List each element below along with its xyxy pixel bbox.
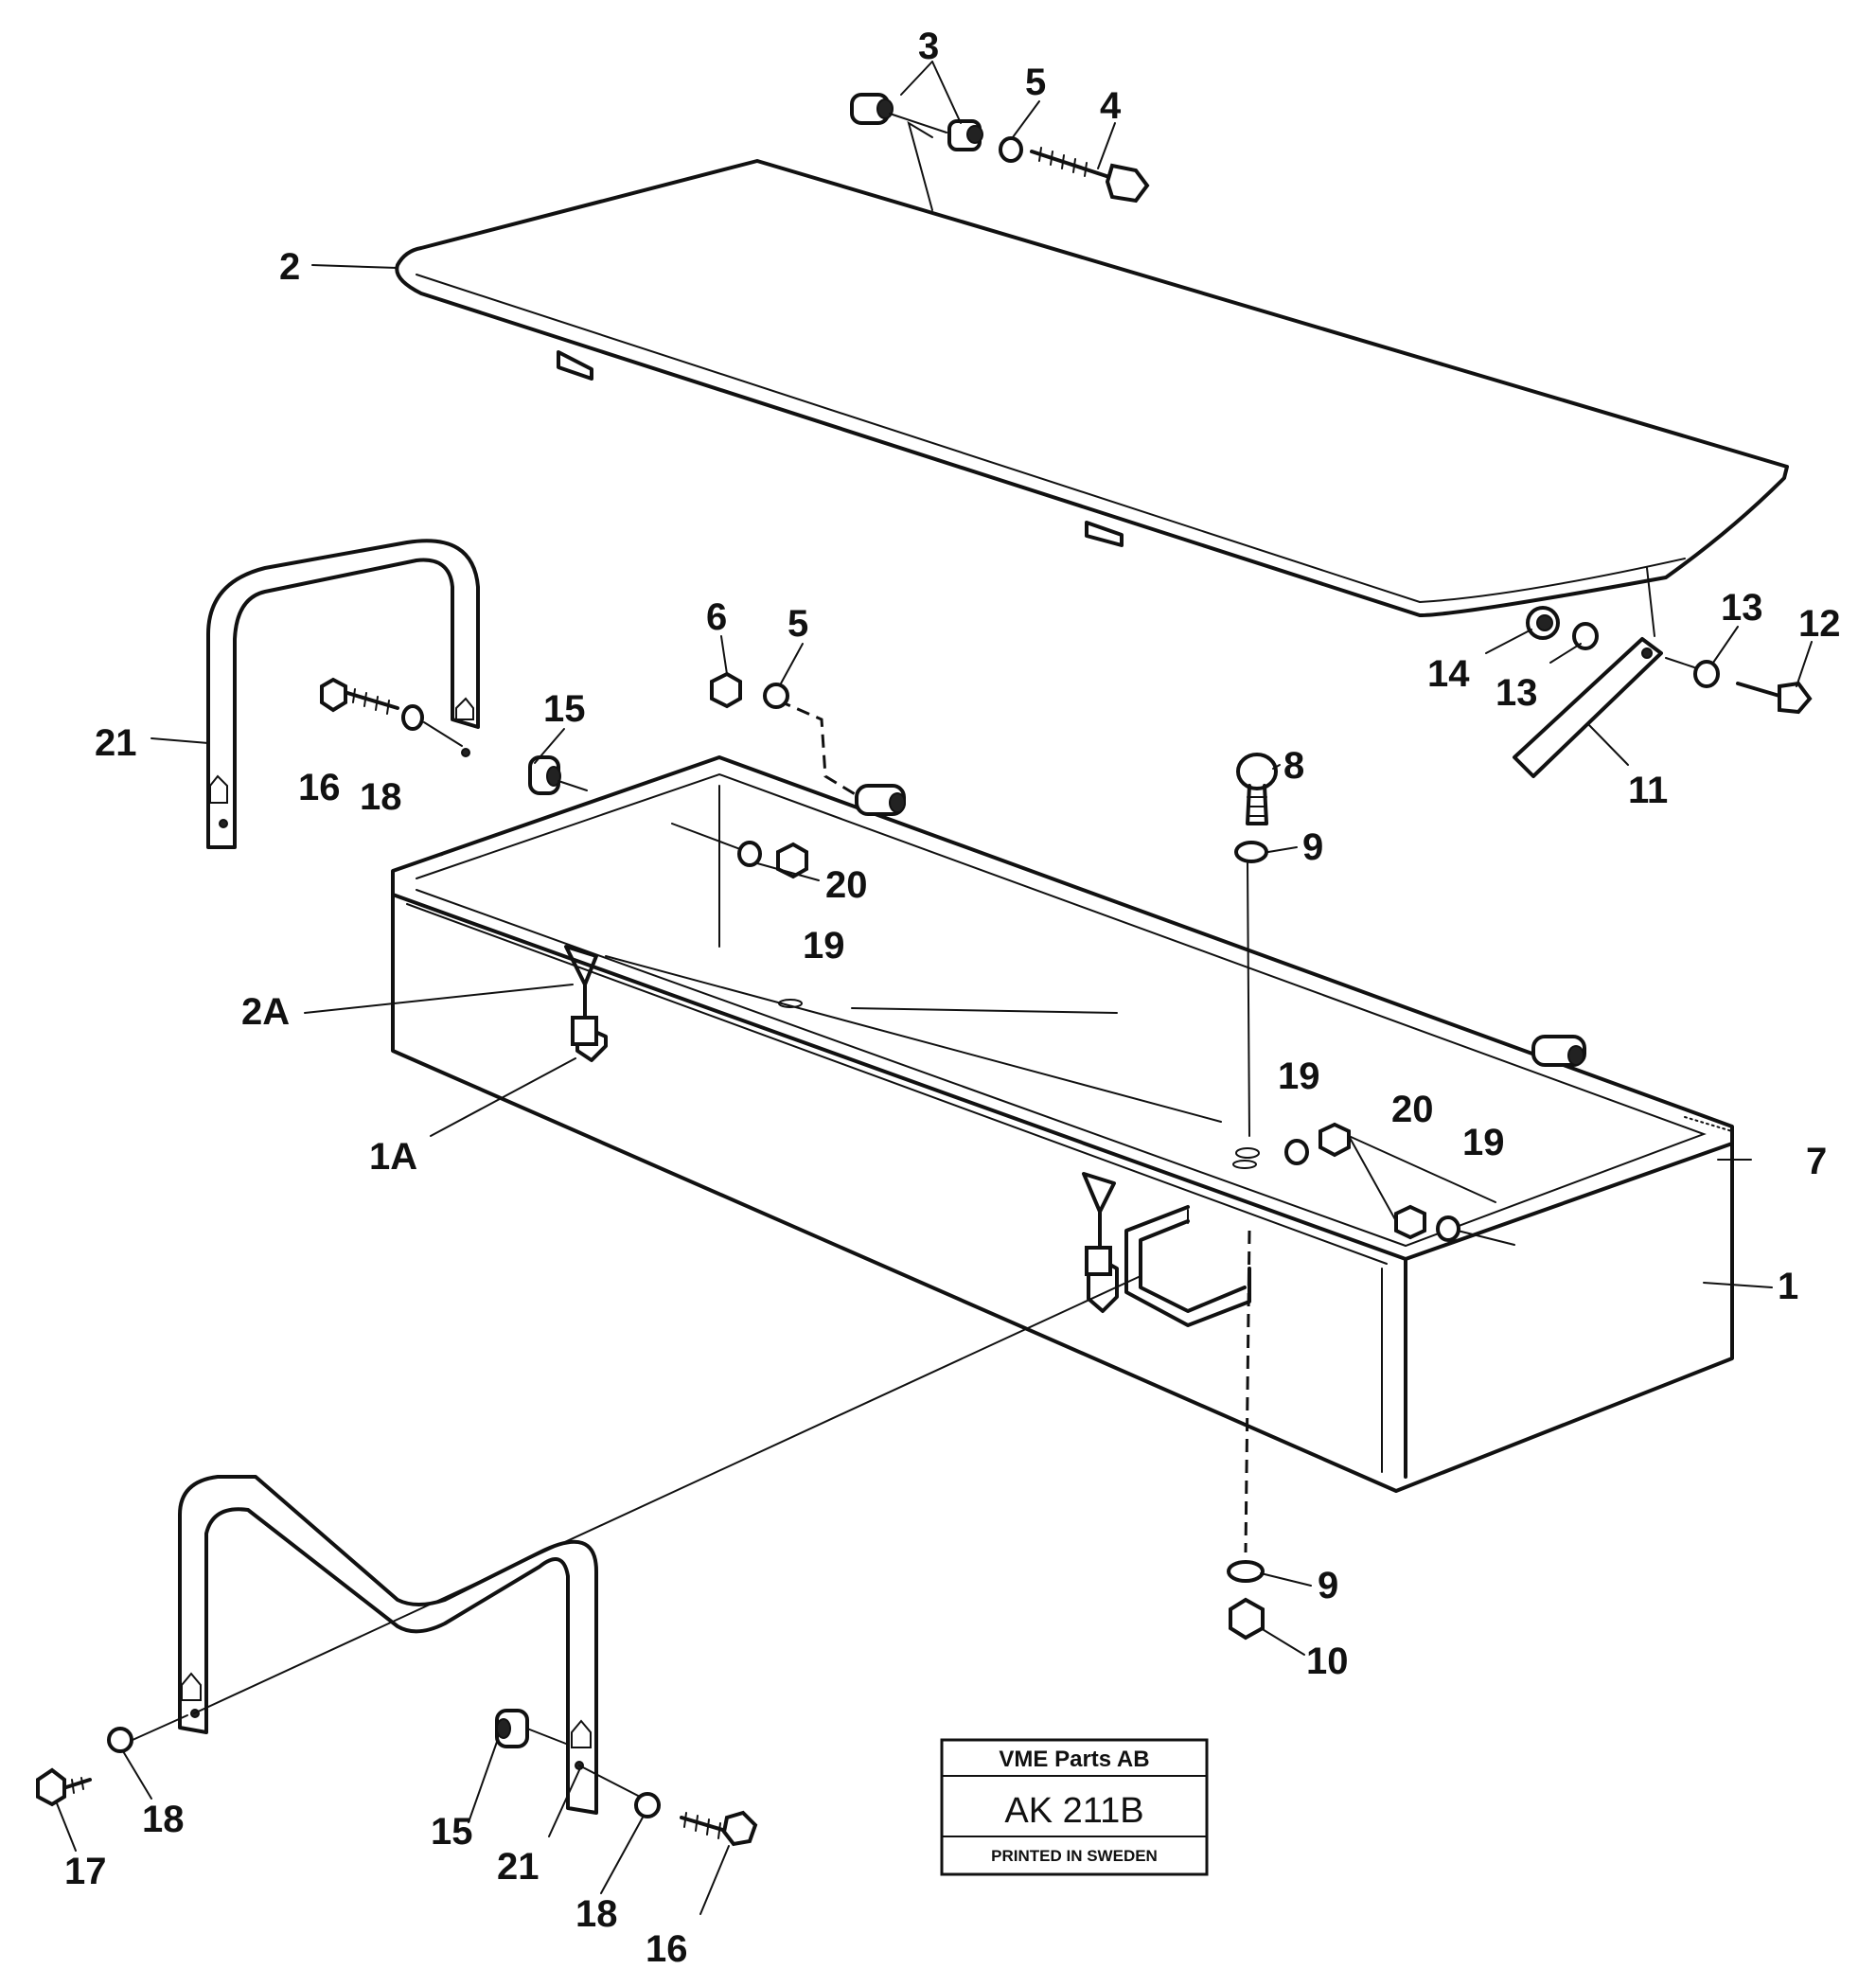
callout-21: 21 bbox=[95, 722, 137, 764]
callout-19: 19 bbox=[803, 925, 845, 967]
stamp-block: VME Parts AB AK 211B PRINTED IN SWEDEN bbox=[940, 1738, 1209, 1876]
hinge-pin-assembly bbox=[850, 93, 1150, 211]
callout-3: 3 bbox=[918, 26, 939, 67]
inner-fasteners bbox=[671, 671, 1515, 1246]
callout-17: 17 bbox=[64, 1851, 107, 1892]
tool-box bbox=[391, 699, 1734, 1493]
callout-14: 14 bbox=[1427, 653, 1470, 695]
callout-18: 18 bbox=[575, 1893, 618, 1935]
callout-2A: 2A bbox=[241, 991, 290, 1033]
latch-right bbox=[1082, 1172, 1119, 1313]
callout-18: 18 bbox=[142, 1799, 185, 1840]
callout-7: 7 bbox=[1806, 1141, 1827, 1182]
leader-lines bbox=[56, 61, 1813, 1915]
callout-2: 2 bbox=[279, 246, 300, 288]
callout-16: 16 bbox=[298, 767, 341, 808]
lid-stay-assembly bbox=[1513, 567, 1813, 778]
lid bbox=[395, 159, 1789, 617]
latch-left bbox=[564, 945, 608, 1062]
callout-13: 13 bbox=[1495, 672, 1538, 714]
callout-9: 9 bbox=[1302, 826, 1323, 868]
callout-21: 21 bbox=[497, 1846, 540, 1888]
callout-20: 20 bbox=[1391, 1089, 1434, 1130]
mounting-bracket bbox=[1124, 1205, 1251, 1327]
callout-8: 8 bbox=[1283, 745, 1304, 787]
gasket-strip bbox=[397, 853, 1733, 1260]
callout-4: 4 bbox=[1100, 85, 1122, 127]
callout-9: 9 bbox=[1318, 1565, 1338, 1606]
callout-5: 5 bbox=[788, 603, 808, 645]
callout-11: 11 bbox=[1628, 770, 1668, 811]
callout-1A: 1A bbox=[369, 1136, 417, 1178]
callout-labels: 3 5 4 2 6 5 15 21 16 18 8 9 14 13 13 12 … bbox=[64, 26, 1841, 1969]
callout-5: 5 bbox=[1025, 62, 1046, 103]
callout-18: 18 bbox=[360, 776, 402, 818]
callout-10: 10 bbox=[1306, 1641, 1349, 1682]
stamp-company: VME Parts AB bbox=[999, 1747, 1149, 1772]
callout-15: 15 bbox=[431, 1811, 473, 1853]
callout-1: 1 bbox=[1778, 1266, 1798, 1307]
callout-6: 6 bbox=[706, 596, 727, 638]
callout-19: 19 bbox=[1278, 1055, 1320, 1097]
callout-15: 15 bbox=[543, 688, 586, 730]
stamp-code: AK 211B bbox=[1004, 1791, 1143, 1831]
callout-16: 16 bbox=[646, 1928, 688, 1969]
handle-upper bbox=[206, 539, 588, 849]
callout-13: 13 bbox=[1721, 587, 1763, 629]
handle-lower bbox=[36, 1275, 1142, 1847]
callout-19: 19 bbox=[1462, 1122, 1505, 1163]
callout-20: 20 bbox=[825, 864, 868, 906]
mount-bolt-assembly bbox=[1227, 753, 1278, 1641]
stamp-printed: PRINTED IN SWEDEN bbox=[991, 1847, 1158, 1865]
callout-12: 12 bbox=[1798, 603, 1841, 645]
